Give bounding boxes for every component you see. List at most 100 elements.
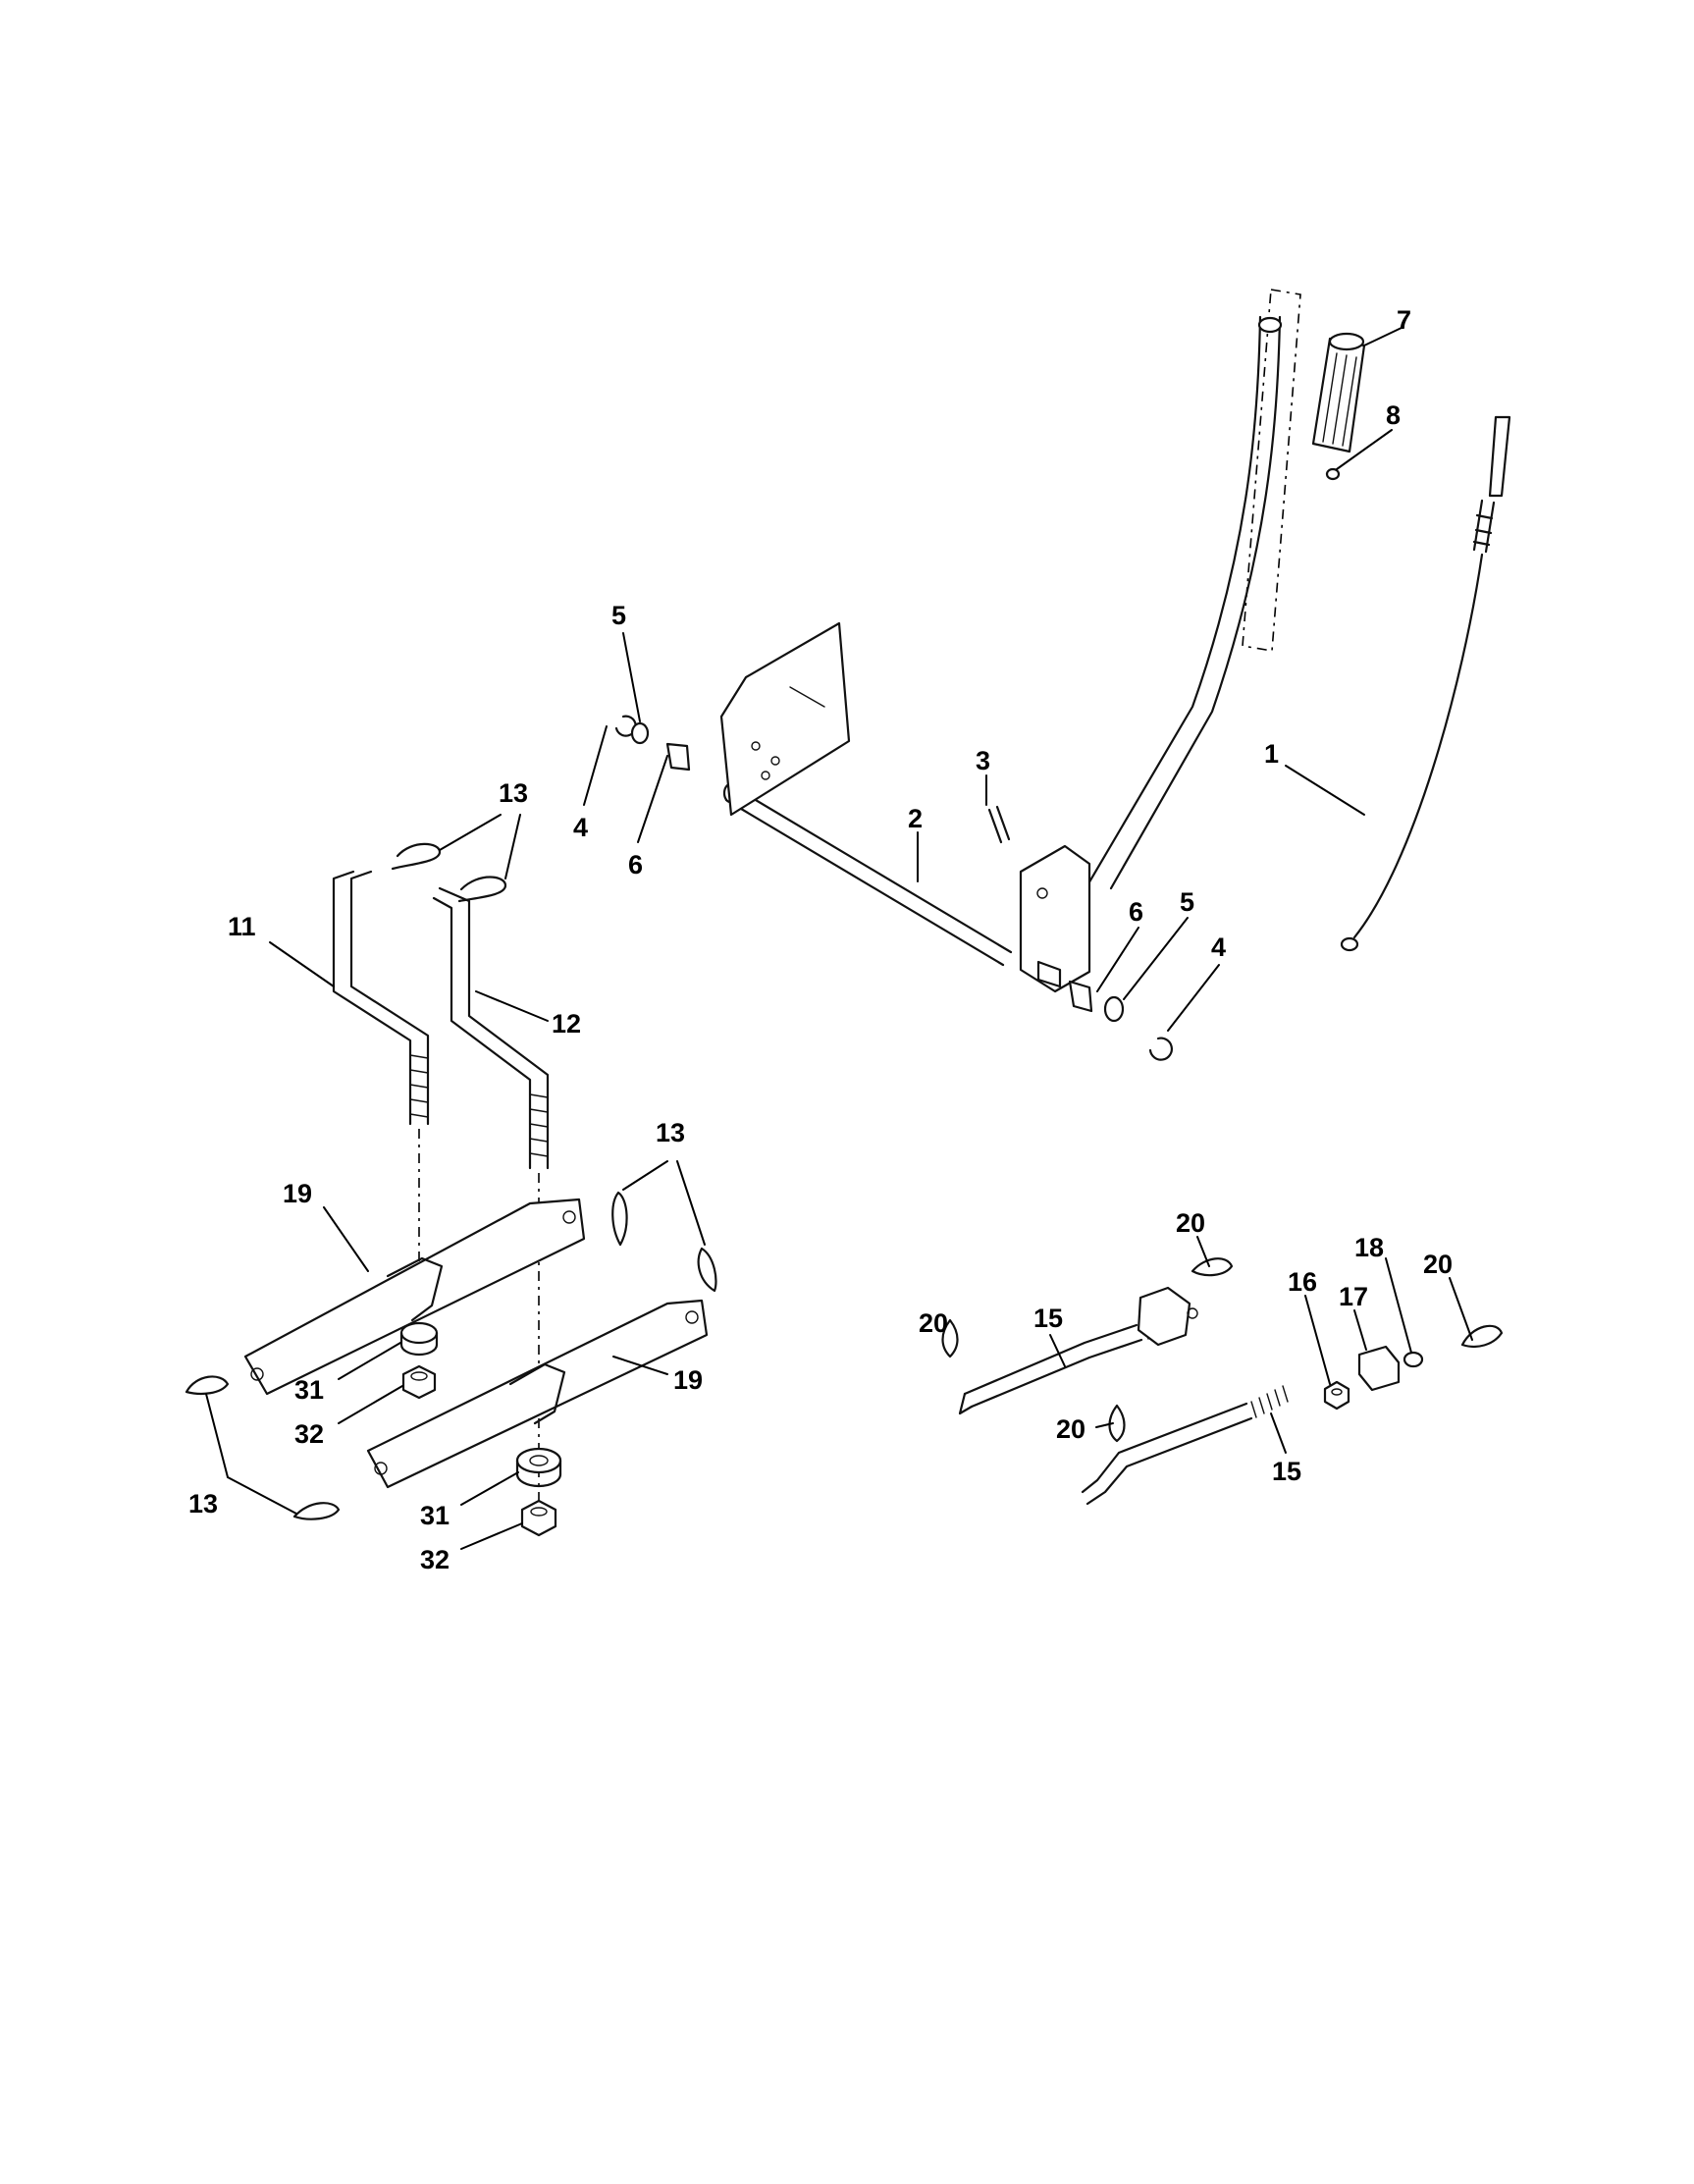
leader-19a — [323, 1206, 369, 1272]
lift-arm-upper-bend — [386, 1256, 444, 1322]
lift-shaft — [724, 785, 1013, 967]
nut-32-lower — [520, 1499, 557, 1537]
callout-3: 3 — [976, 746, 990, 775]
callout-5a: 5 — [611, 601, 626, 630]
leader-13c-2 — [227, 1476, 297, 1515]
bushing-right — [1068, 980, 1093, 1013]
lift-lever-assembly — [614, 289, 1511, 1061]
leader-32b — [460, 1522, 523, 1550]
nut-18 — [1403, 1351, 1424, 1368]
rod-15-lower-thread — [1250, 1385, 1289, 1418]
leader-7 — [1363, 326, 1404, 346]
callout-labels: 1 2 3 4 4 5 5 6 6 7 8 11 12 13 13 13 15 … — [188, 305, 1453, 1574]
lift-link-11 — [332, 870, 430, 1126]
leader-12 — [475, 990, 549, 1022]
callout-4a: 4 — [573, 813, 588, 842]
callout-11: 11 — [228, 912, 256, 941]
leader-18 — [1385, 1257, 1412, 1354]
leader-20b — [1449, 1277, 1473, 1341]
rod-15-upper — [963, 1323, 1143, 1409]
plate-slot — [789, 686, 825, 708]
callout-31a: 31 — [294, 1375, 324, 1405]
lift-arm-lower-hole-a — [374, 1462, 388, 1475]
rod-15-upper-end — [958, 1392, 974, 1415]
leader-8 — [1336, 429, 1393, 470]
lift-arm-lower-bend — [508, 1362, 566, 1425]
lift-arm-upper-hole-b — [562, 1210, 576, 1224]
leader-31b — [460, 1471, 519, 1506]
spacer-31-upper — [399, 1321, 439, 1357]
lift-lever — [1085, 315, 1282, 890]
callout-13b: 13 — [656, 1118, 685, 1147]
hairpin-clip-20b — [1191, 1257, 1234, 1277]
callout-16: 16 — [1288, 1267, 1317, 1297]
leader-6b — [1096, 927, 1139, 992]
lift-link-12 — [432, 886, 550, 1170]
mounting-plate — [719, 621, 851, 817]
plate-hole-a — [751, 741, 761, 751]
lift-arm-upper — [243, 1198, 586, 1396]
lift-arm-upper-hole-a — [250, 1367, 264, 1381]
leader-20c — [1095, 1422, 1114, 1428]
leader-6a — [637, 755, 668, 843]
callout-20c: 20 — [919, 1308, 948, 1338]
callout-18: 18 — [1354, 1233, 1384, 1262]
spacer-31-lower — [515, 1447, 562, 1488]
grip — [1311, 332, 1366, 453]
leader-11 — [269, 941, 335, 987]
leader-5b — [1123, 917, 1189, 1000]
plate-hole-b — [770, 756, 780, 766]
leader-4b — [1167, 964, 1220, 1032]
hairpin-clip-20a — [941, 1318, 959, 1358]
control-cable — [1340, 415, 1511, 952]
shaft-stub-right — [1036, 960, 1062, 988]
callout-12: 12 — [552, 1009, 581, 1039]
callout-15a: 15 — [1033, 1304, 1063, 1333]
callout-13a: 13 — [499, 778, 528, 808]
leader-16 — [1304, 1295, 1331, 1385]
callout-31b: 31 — [420, 1501, 450, 1530]
callout-8: 8 — [1386, 400, 1401, 430]
callout-32a: 32 — [294, 1419, 324, 1449]
lift-arm-lower-hole-b — [685, 1310, 699, 1324]
callout-20a: 20 — [1176, 1208, 1205, 1238]
callout-32b: 32 — [420, 1545, 450, 1574]
handle-extension-outline — [1242, 289, 1301, 652]
callout-6b: 6 — [1129, 897, 1143, 927]
callout-7: 7 — [1397, 305, 1411, 335]
callout-6a: 6 — [628, 850, 643, 879]
leader-4a — [583, 725, 608, 806]
rod-15-lower — [1081, 1402, 1253, 1506]
leader-13c-1 — [205, 1393, 229, 1478]
hairpin-clip-13e — [185, 1375, 230, 1395]
leader-13b-1 — [622, 1160, 668, 1191]
bracket-hole — [1036, 887, 1048, 899]
callout-19b: 19 — [673, 1365, 703, 1395]
leader-13b-2 — [676, 1160, 706, 1246]
lift-link-12-thread — [529, 1093, 549, 1157]
hairpin-clip-20c — [1460, 1324, 1504, 1349]
leader-5a — [622, 632, 641, 722]
hairpin-clip-13a — [391, 842, 442, 871]
callout-19a: 19 — [283, 1179, 312, 1208]
leader-13a-1 — [439, 814, 502, 851]
lever-top-end — [1257, 316, 1283, 334]
rod-15-upper-block — [1137, 1286, 1191, 1347]
washer-left — [630, 721, 650, 745]
leader-lines — [205, 326, 1473, 1550]
leader-31a — [338, 1342, 401, 1380]
hairpin-clip-13f — [292, 1502, 341, 1520]
lift-arms — [185, 1191, 717, 1537]
leader-13a-2 — [504, 814, 521, 879]
hairpin-clip-13c — [611, 1191, 628, 1247]
rod-15-upper-block-nut — [1187, 1307, 1198, 1319]
leader-15a — [1049, 1334, 1066, 1367]
lever-bracket — [1019, 844, 1091, 993]
leader-17 — [1353, 1309, 1367, 1351]
washer-right — [1103, 995, 1125, 1023]
callout-4b: 4 — [1211, 932, 1226, 962]
callout-5b: 5 — [1180, 887, 1194, 917]
hairpin-clip-13b — [457, 876, 507, 903]
leader-20a — [1196, 1236, 1210, 1267]
